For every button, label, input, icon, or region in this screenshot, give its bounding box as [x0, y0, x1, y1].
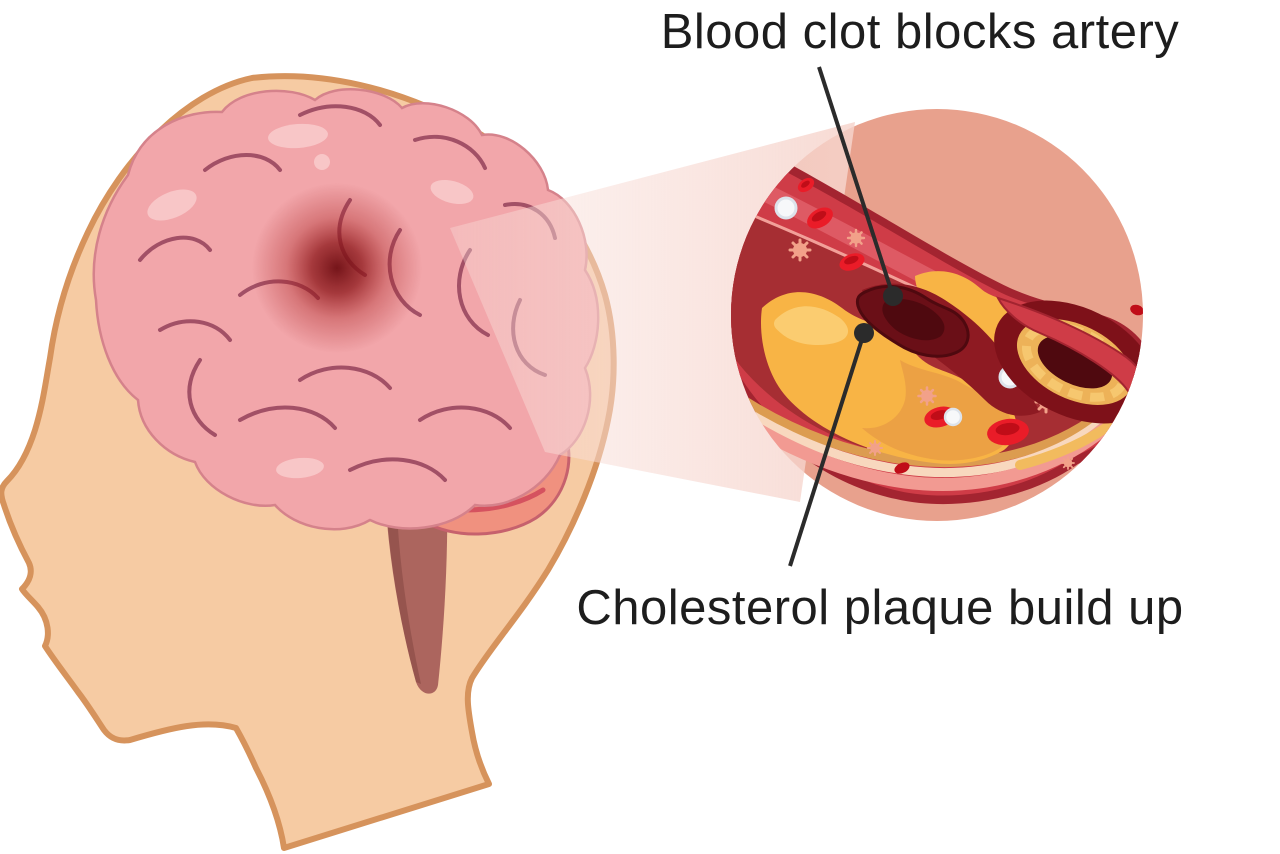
artery-wall-over-cut [996, 296, 1143, 400]
leader-lines [788, 66, 903, 567]
brain [92, 88, 600, 694]
brain-highlights [147, 123, 474, 479]
label-cholesterol-plaque: Cholesterol plaque build up [576, 581, 1184, 635]
clot-leader-dot [883, 286, 903, 306]
artery-cross-section [731, 109, 1143, 505]
plaque-leader-line [788, 332, 866, 567]
plaque-leader-dot [854, 323, 874, 343]
clot-leader-line [817, 66, 895, 297]
blood-clot [855, 284, 970, 358]
stroke-spot [252, 183, 422, 353]
label-blood-clot: Blood clot blocks artery [660, 5, 1180, 59]
